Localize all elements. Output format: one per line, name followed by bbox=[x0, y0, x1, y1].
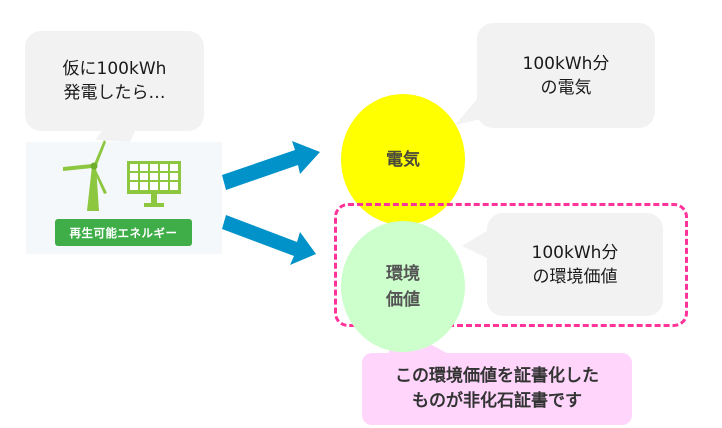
electricity-bubble-line-2: の電気 bbox=[540, 77, 592, 98]
wind-turbine-icon bbox=[63, 140, 107, 211]
intro-line-1: 仮に100kWh bbox=[62, 59, 167, 79]
certificate-note: この環境価値を証書化した ものが非化石証書です bbox=[362, 353, 632, 425]
env-bubble-line-1: 100kWh分 bbox=[531, 242, 619, 263]
arrow-to-env-value bbox=[222, 215, 316, 265]
env-value-highlight-box bbox=[334, 203, 688, 327]
note-line-1: この環境価値を証書化した bbox=[395, 366, 599, 386]
env-circle-line-1: 環境 bbox=[386, 263, 420, 284]
env-value-circle: 環境 価値 bbox=[341, 221, 465, 352]
electricity-bubble-line-1: 100kWh分 bbox=[522, 53, 610, 74]
intro-bubble: 仮に100kWh 発電したら… bbox=[25, 31, 204, 131]
arrow-to-electricity bbox=[222, 141, 320, 190]
env-bubble-line-2: の環境価値 bbox=[532, 266, 618, 287]
note-line-2: ものが非化石証書です bbox=[412, 391, 582, 411]
env-value-bubble: 100kWh分 の環境価値 bbox=[487, 213, 663, 316]
renewable-energy-label: 再生可能エネルギー bbox=[55, 219, 192, 246]
electricity-circle-label: 電気 bbox=[386, 149, 420, 170]
env-bubble-tail bbox=[462, 226, 495, 262]
env-circle-line-2: 価値 bbox=[386, 289, 420, 310]
solar-panel-icon bbox=[127, 161, 181, 207]
electricity-bubble: 100kWh分 の電気 bbox=[477, 23, 655, 128]
intro-line-2: 発電したら… bbox=[63, 83, 166, 103]
